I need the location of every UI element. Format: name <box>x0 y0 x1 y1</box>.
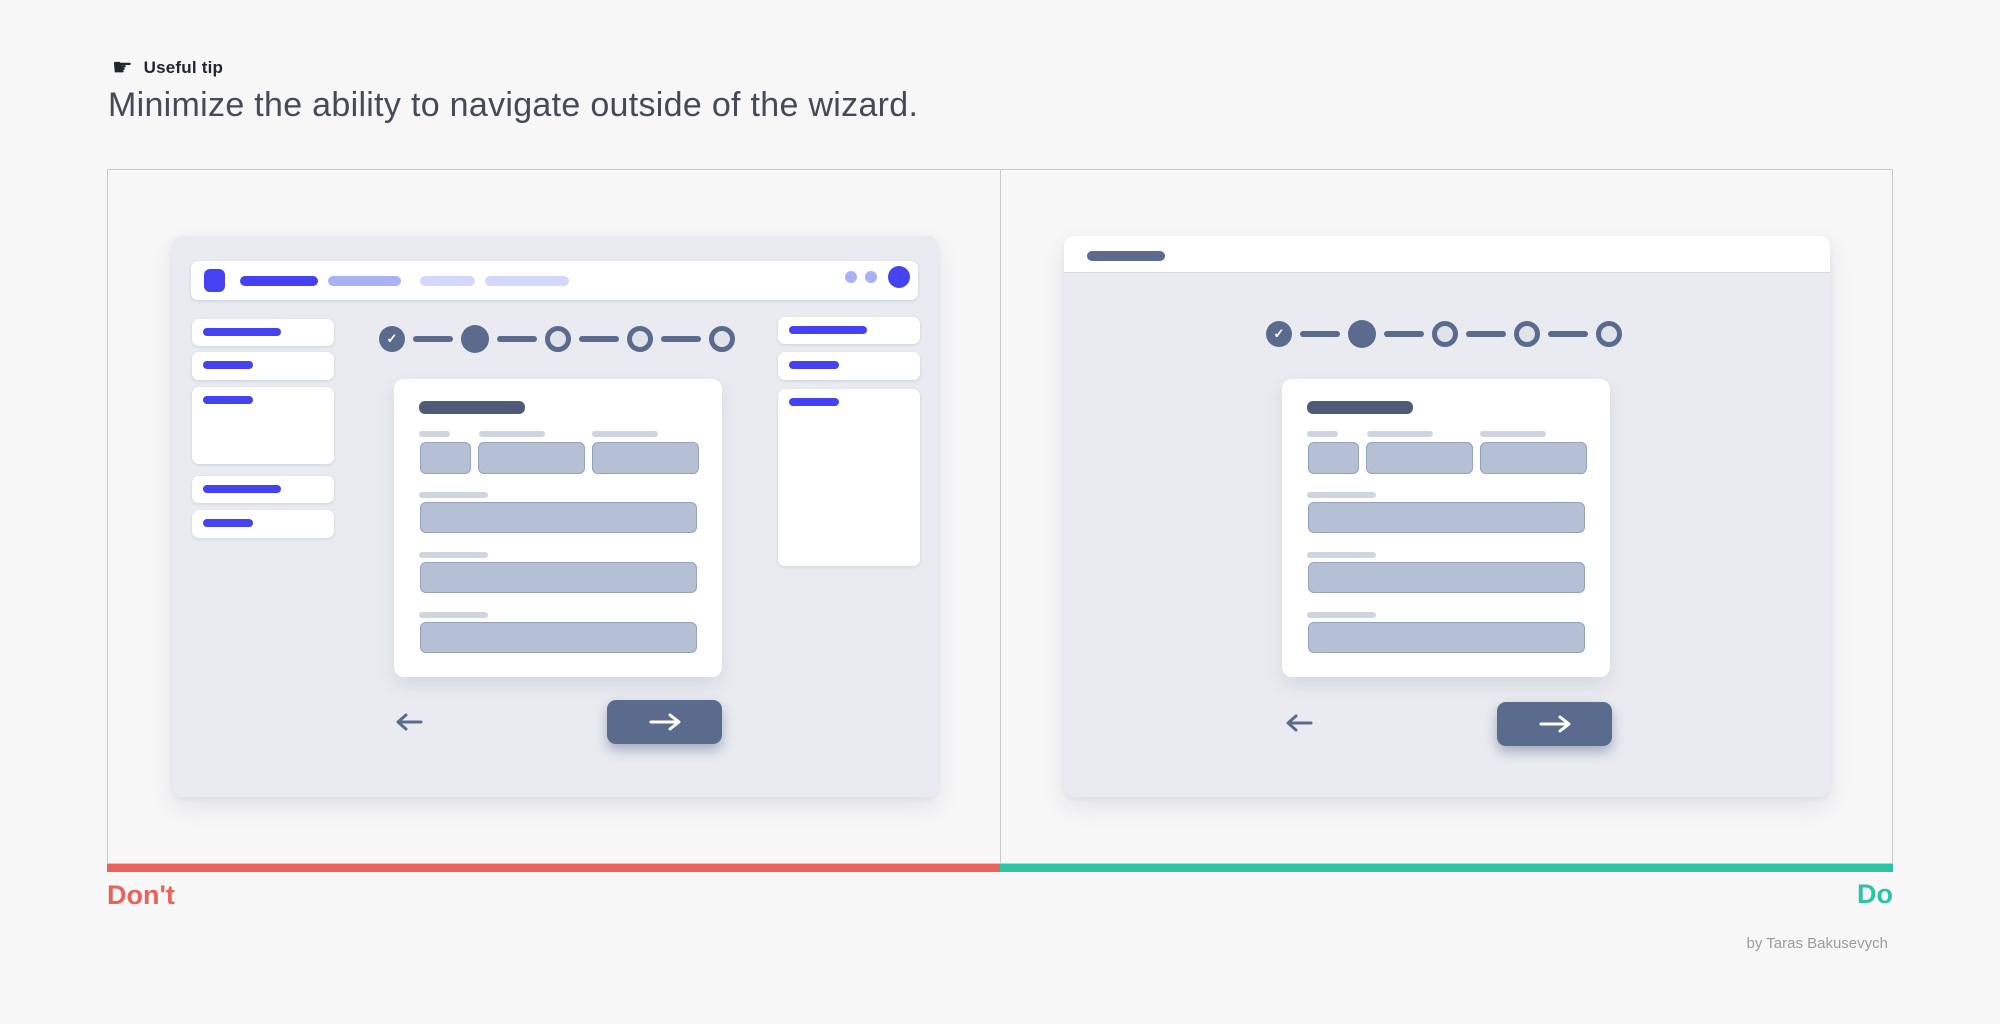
link-text-placeholder <box>203 396 253 404</box>
step-connector <box>1300 331 1340 337</box>
top-navbar <box>191 261 918 300</box>
small-input-placeholder-1[interactable] <box>420 442 471 474</box>
sidebar-link-card-4[interactable] <box>192 476 334 503</box>
action-dot-2[interactable] <box>865 271 877 283</box>
back-arrow-button[interactable] <box>1285 713 1313 733</box>
input-placeholder-3[interactable] <box>1308 622 1585 653</box>
wizard-form-card <box>1282 379 1610 677</box>
field-label-placeholder <box>419 552 488 558</box>
form-title-placeholder <box>1307 401 1413 414</box>
small-input-placeholder-2[interactable] <box>1366 442 1473 474</box>
wizard-step-5-todo[interactable] <box>1596 321 1622 347</box>
wizard-step-4-todo[interactable] <box>1514 321 1540 347</box>
page-title: Minimize the ability to navigate outside… <box>108 86 919 124</box>
do-underline <box>1000 864 1893 872</box>
nav-item-placeholder-4[interactable] <box>485 276 569 286</box>
link-text-placeholder <box>789 326 867 334</box>
form-title-placeholder <box>419 401 525 414</box>
sidebar-link-card-3[interactable] <box>192 387 334 464</box>
small-input-placeholder-1[interactable] <box>1308 442 1359 474</box>
link-text-placeholder <box>203 361 253 369</box>
next-button[interactable] <box>1497 702 1612 746</box>
step-connector <box>413 336 453 342</box>
panel-divider <box>1000 170 1001 863</box>
avatar-dot[interactable] <box>888 266 910 288</box>
link-text-placeholder <box>789 361 839 369</box>
input-placeholder-1[interactable] <box>420 502 697 533</box>
wizard-stepper: ✓ <box>379 325 735 353</box>
do-mockup-window: ✓ <box>1064 236 1830 797</box>
input-placeholder-1[interactable] <box>1308 502 1585 533</box>
logo-mark[interactable] <box>204 269 225 292</box>
dont-mockup-window: ✓ <box>172 236 938 797</box>
small-input-placeholder-3[interactable] <box>1480 442 1587 474</box>
step-connector <box>579 336 619 342</box>
sidebar-link-card-2[interactable] <box>192 352 334 380</box>
field-label-placeholder <box>419 612 488 618</box>
action-dot-1[interactable] <box>845 271 857 283</box>
step-connector <box>661 336 701 342</box>
field-label-placeholder <box>1307 492 1376 498</box>
next-button[interactable] <box>607 700 722 744</box>
field-label-placeholder <box>1367 431 1433 437</box>
arrow-right-icon <box>649 713 680 731</box>
wizard-step-3-todo[interactable] <box>1432 321 1458 347</box>
link-text-placeholder <box>789 398 839 406</box>
wizard-stepper: ✓ <box>1266 320 1622 348</box>
nav-item-placeholder-3[interactable] <box>420 276 475 286</box>
comparison-frame <box>107 169 1893 864</box>
header-brand-placeholder <box>1087 251 1165 261</box>
sidebar-link-card-5[interactable] <box>192 510 334 538</box>
link-text-placeholder <box>203 519 253 527</box>
link-text-placeholder <box>203 485 281 493</box>
field-label-placeholder <box>419 431 450 437</box>
sidebar-link-card-3[interactable] <box>778 389 920 566</box>
nav-item-placeholder-1[interactable] <box>240 276 318 286</box>
field-label-placeholder <box>479 431 545 437</box>
dont-label: Don't <box>107 880 175 910</box>
input-placeholder-2[interactable] <box>420 562 697 593</box>
back-arrow-button[interactable] <box>395 712 423 732</box>
wizard-step-1-done[interactable]: ✓ <box>1266 321 1292 347</box>
wizard-step-1-done[interactable]: ✓ <box>379 326 405 352</box>
window-header <box>1064 236 1830 273</box>
nav-item-placeholder-2[interactable] <box>328 276 401 286</box>
field-label-placeholder <box>1307 431 1338 437</box>
field-label-placeholder <box>1480 431 1546 437</box>
step-connector <box>497 336 537 342</box>
field-label-placeholder <box>1307 552 1376 558</box>
wizard-step-2-current[interactable] <box>461 325 489 353</box>
wizard-step-2-current[interactable] <box>1348 320 1376 348</box>
wizard-step-3-todo[interactable] <box>545 326 571 352</box>
field-label-placeholder <box>1307 612 1376 618</box>
small-input-placeholder-2[interactable] <box>478 442 585 474</box>
sidebar-link-card-1[interactable] <box>778 317 920 344</box>
tip-header: ☛ Useful tip <box>112 56 223 79</box>
check-icon: ✓ <box>1273 326 1285 341</box>
tip-label: Useful tip <box>143 57 224 77</box>
step-connector <box>1548 331 1588 337</box>
step-connector <box>1384 331 1424 337</box>
field-label-placeholder <box>419 492 488 498</box>
author-credit: by Taras Bakusevych <box>1746 935 1888 952</box>
sidebar-link-card-2[interactable] <box>778 352 920 380</box>
link-text-placeholder <box>203 328 281 336</box>
wizard-form-card <box>394 379 722 677</box>
do-label: Do <box>1857 879 1893 909</box>
arrow-right-icon <box>1539 715 1570 733</box>
input-placeholder-3[interactable] <box>420 622 697 653</box>
input-placeholder-2[interactable] <box>1308 562 1585 593</box>
field-label-placeholder <box>592 431 658 437</box>
wizard-step-4-todo[interactable] <box>627 326 653 352</box>
sidebar-link-card-1[interactable] <box>192 319 334 346</box>
wizard-step-5-todo[interactable] <box>709 326 735 352</box>
dont-underline <box>107 864 1000 872</box>
check-icon: ✓ <box>386 331 398 346</box>
step-connector <box>1466 331 1506 337</box>
small-input-placeholder-3[interactable] <box>592 442 699 474</box>
pointing-hand-icon: ☛ <box>112 54 133 80</box>
